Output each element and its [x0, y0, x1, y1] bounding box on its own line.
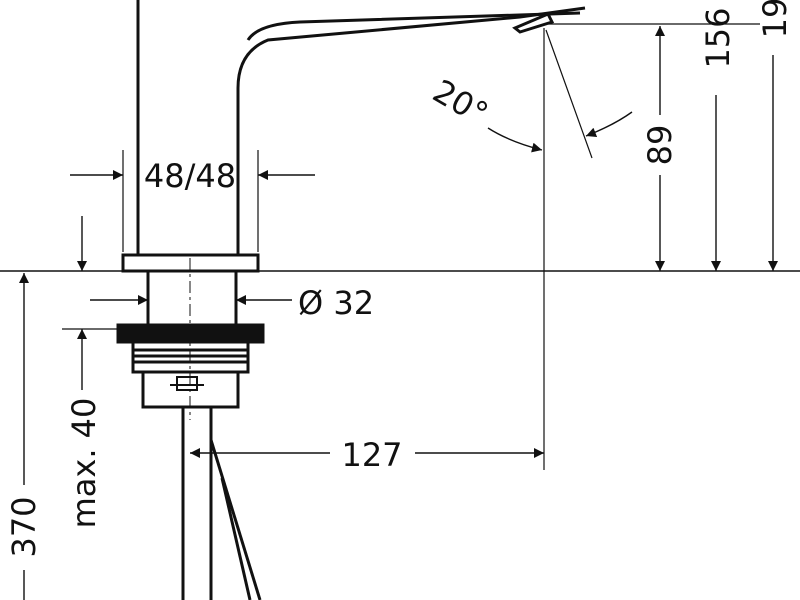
spray-angle-line [545, 29, 593, 159]
dimension-20-degree-label: 20° [426, 72, 494, 133]
dimension-20-degree [487, 111, 633, 153]
dimension-max-40-label: max. 40 [65, 398, 103, 529]
dimension-370-label: 370 [5, 496, 43, 557]
dimension-156-label: 156 [699, 7, 737, 68]
dimension-127-label: 127 [341, 436, 402, 474]
faucet-spout-outline [136, 0, 586, 255]
dimension-max-40 [62, 216, 118, 390]
dimension-diameter-32-label: Ø 32 [298, 284, 374, 322]
dimension-48-48-label: 48/48 [144, 157, 236, 195]
dimension-48-48 [70, 150, 315, 252]
dimension-19x-label: 19 [756, 0, 794, 38]
supply-hoses [181, 407, 262, 600]
dimension-89-label: 89 [641, 125, 679, 166]
